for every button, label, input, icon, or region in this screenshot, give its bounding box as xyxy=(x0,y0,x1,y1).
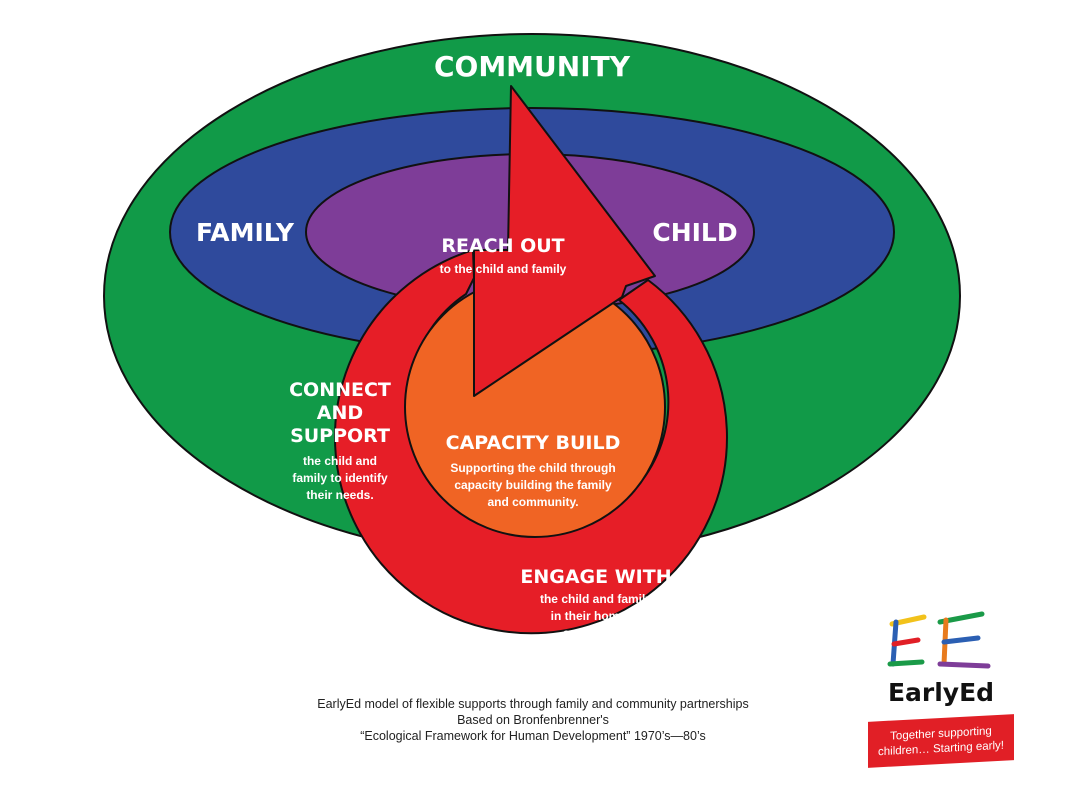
ee-logo-mark-icon xyxy=(887,611,991,669)
connect-body-line: the child and xyxy=(303,454,377,468)
connect-title-line: AND xyxy=(317,402,363,424)
earlyed-logo: EarlyEd Together supporting children… St… xyxy=(866,606,1016,768)
engage-with-block: ENGAGE WITH the child and family in thei… xyxy=(520,566,671,640)
child-label: CHILD xyxy=(652,218,737,247)
connect-title-line: CONNECT xyxy=(289,379,391,401)
engage-body-line: in their home or xyxy=(551,609,642,623)
connect-body-line: family to identify xyxy=(292,471,388,485)
figure-caption: EarlyEd model of flexible supports throu… xyxy=(230,696,836,744)
logo-brand-name: EarlyEd xyxy=(887,678,995,707)
family-label: FAMILY xyxy=(196,218,295,247)
capacity-body-line: and community. xyxy=(487,495,578,509)
engage-body-line: the child and family xyxy=(540,592,652,606)
community-label: COMMUNITY xyxy=(434,50,631,83)
logo-tagline: Together supporting children… Starting e… xyxy=(868,714,1014,768)
capacity-body-line: Supporting the child through xyxy=(450,461,615,475)
reach-out-body: to the child and family xyxy=(440,262,567,276)
engage-body-line: community. xyxy=(563,626,629,640)
caption-line: Based on Bronfenbrenner's xyxy=(457,713,609,727)
caption-line: “Ecological Framework for Human Developm… xyxy=(360,729,706,743)
engage-title: ENGAGE WITH xyxy=(520,566,671,588)
reach-out-arrow xyxy=(473,85,656,397)
capacity-title: CAPACITY BUILD xyxy=(446,432,621,454)
connect-body-line: their needs. xyxy=(306,488,373,502)
connect-support-block: CONNECT AND SUPPORT the child and family… xyxy=(289,379,391,502)
caption-line: EarlyEd model of flexible supports throu… xyxy=(317,697,749,711)
reach-out-title: REACH OUT xyxy=(441,235,564,257)
connect-title-line: SUPPORT xyxy=(290,425,390,447)
capacity-build-block: CAPACITY BUILD Supporting the child thro… xyxy=(446,432,621,509)
capacity-body-line: capacity building the family xyxy=(454,478,612,492)
